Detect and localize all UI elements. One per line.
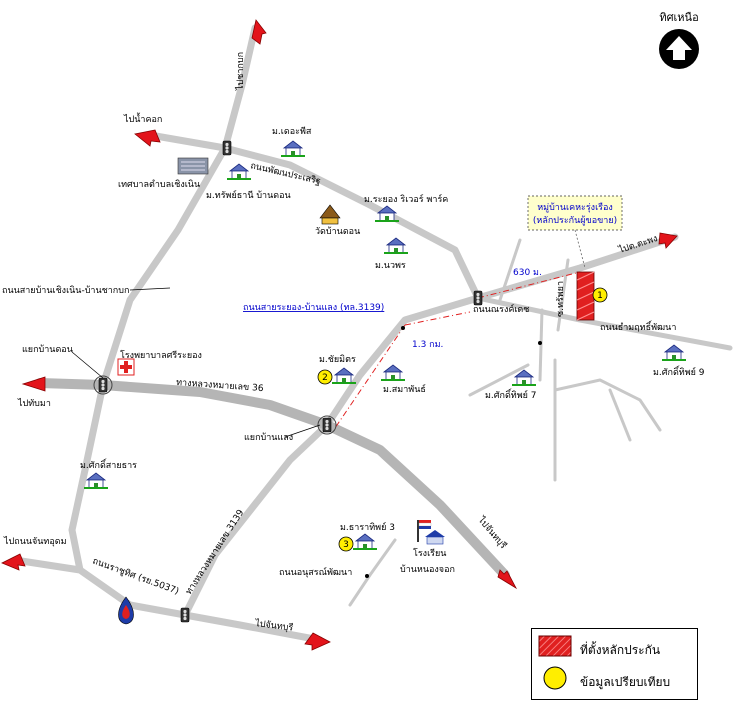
label-sakdi7: ม.ศักดิ์ทิพย์ 7 xyxy=(485,388,537,401)
label-chakbok: ไปชากบก xyxy=(235,52,246,91)
label-distance-1300: 1.3 กม. xyxy=(412,340,443,350)
label-sap-thani: ม.ทรัพย์ธานี บ้านดอน xyxy=(206,189,291,201)
label-road-3139: ถนนสายระยอง-บ้านแลง (ทล.3139) xyxy=(243,302,384,313)
arrow-thapma-icon xyxy=(21,376,46,392)
gas-station-icon xyxy=(118,596,134,625)
marker-2: 2 xyxy=(317,369,333,385)
house-icon xyxy=(380,364,406,381)
label-wat: วัดบ้านดอน xyxy=(315,226,360,237)
road-east-branch xyxy=(553,358,662,482)
north-label: ทิศเหนือ xyxy=(659,11,699,24)
house-icon xyxy=(226,163,252,180)
road-soi xyxy=(556,258,570,332)
traffic-light-icon xyxy=(180,607,190,623)
arrow-chanthaudom-icon xyxy=(1,553,26,571)
label-hospital: โรงพยาบาลศรีระยอง xyxy=(120,350,202,361)
temple-icon xyxy=(319,204,341,225)
label-sakdi-laithan: ม.ศักดิ์สายธาร xyxy=(80,458,137,471)
north-indicator: ทิศเหนือ xyxy=(646,8,712,70)
hospital-icon xyxy=(117,358,135,376)
arrow-tapong-icon xyxy=(658,232,678,249)
direction-arrows xyxy=(1,19,678,651)
house-icon xyxy=(280,140,306,157)
traffic-light-icon xyxy=(98,377,108,393)
arrow-chanthaburi-e-icon xyxy=(497,569,518,590)
label-school2: บ้านหนองจอก xyxy=(400,564,455,575)
label-distance-630: 630 ม. xyxy=(513,268,542,278)
label-chaimit: ม.ชัยมิตร xyxy=(319,354,356,365)
road-chanthaburi-south xyxy=(181,611,324,644)
distance-line-630 xyxy=(477,271,581,299)
label-ban-laeng: แยกบ้านแลง xyxy=(244,432,293,443)
traffic-light-icon xyxy=(473,290,483,306)
label-sai-choeng-noen: ถนนสายบ้านเชิงเนิน-บ้านชากบก xyxy=(2,285,129,296)
label-rak-phuphan: ม.เดอะพีส xyxy=(272,126,312,137)
marker-1: 1 xyxy=(592,287,608,303)
label-sakdi9: ม.ศักดิ์ทิพย์ 9 xyxy=(653,365,705,378)
label-tharathip: ม.ธาราทิพย์ 3 xyxy=(340,521,395,533)
road-namkhok xyxy=(146,131,482,302)
house-icon xyxy=(83,472,109,489)
legend: ที่ตั้งหลักประกัน ข้อมูลเปรียบเทียบ xyxy=(531,628,698,700)
house-icon xyxy=(661,344,687,361)
legend-collateral-label: ที่ตั้งหลักประกัน xyxy=(580,643,661,657)
north-arrow-icon xyxy=(659,29,699,69)
legend-row-comparison: ข้อมูลเปรียบเทียบ xyxy=(532,665,697,695)
label-narong: ถนนณรงค์เดช xyxy=(473,303,529,315)
comparison-swatch-icon xyxy=(543,666,567,690)
label-namkhok: ไปน้ำคอก xyxy=(123,112,162,125)
svg-text:1: 1 xyxy=(597,291,603,301)
arrow-north-icon xyxy=(251,19,267,45)
svg-text:(หลักประกันผู้ขอขาย): (หลักประกันผู้ขอขาย) xyxy=(533,215,617,226)
svg-text:หมู่บ้านเคหะรุ่งเรือง: หมู่บ้านเคหะรุ่งเรือง xyxy=(537,202,613,213)
label-school: โรงเรียน xyxy=(413,548,446,559)
label-anusorn: ถนนอนุสรณ์พัฒนา xyxy=(279,566,352,578)
collateral-swatch-icon xyxy=(538,635,572,657)
collateral-callout: หมู่บ้านเคหะรุ่งเรือง (หลักประกันผู้ขอขา… xyxy=(527,195,623,269)
traffic-light-icon xyxy=(222,140,232,156)
road-3139-south xyxy=(181,421,331,619)
house-icon xyxy=(352,533,378,550)
traffic-light-icon xyxy=(322,417,332,433)
label-soi: ซ.ทรัพยา xyxy=(556,281,566,317)
label-chanthaudom: ไปถนนจันทอุดม xyxy=(3,536,67,547)
svg-text:3: 3 xyxy=(343,540,349,550)
house-icon xyxy=(383,237,409,254)
label-thessaban: เทศบาลตำบลเชิงเนิน xyxy=(118,179,200,190)
svg-text:2: 2 xyxy=(322,373,328,383)
road-highway-36 xyxy=(35,378,510,580)
label-hwy-3139b: ทางหลวงหมายเลข 3139 xyxy=(184,508,246,597)
road-north-chakbok xyxy=(221,24,259,152)
arrow-chanthaburi-s-icon xyxy=(304,632,331,651)
school-icon xyxy=(417,520,445,545)
label-chanthaburi-s: ไปจันทบุรี xyxy=(254,618,294,634)
building-icon xyxy=(177,157,209,175)
road-ratchuthit xyxy=(11,556,189,619)
label-thapma: ไปทับมา xyxy=(17,398,51,409)
road-anusorn xyxy=(348,538,397,607)
road-east-small xyxy=(498,238,522,302)
label-ban-don: แยกบ้านดอน xyxy=(22,344,73,355)
marker-3: 3 xyxy=(338,536,354,552)
arrow-namkhok-icon xyxy=(134,129,161,147)
road-narong xyxy=(538,308,544,382)
legend-row-collateral: ที่ตั้งหลักประกัน xyxy=(532,633,697,663)
road-sakdi7 xyxy=(468,363,530,397)
label-smaphan: ม.สมาพันธ์ xyxy=(383,383,426,395)
legend-comparison-label: ข้อมูลเปรียบเทียบ xyxy=(580,675,671,689)
label-rayong-river: ม.ระยอง ริเวอร์ พาร์ค xyxy=(364,193,448,205)
label-nawaporn: ม.นวพร xyxy=(375,261,406,271)
label-thamrong: ถนนธำมฤทธิ์พัฒนา xyxy=(600,320,676,333)
distance-line-1300 xyxy=(334,311,471,429)
